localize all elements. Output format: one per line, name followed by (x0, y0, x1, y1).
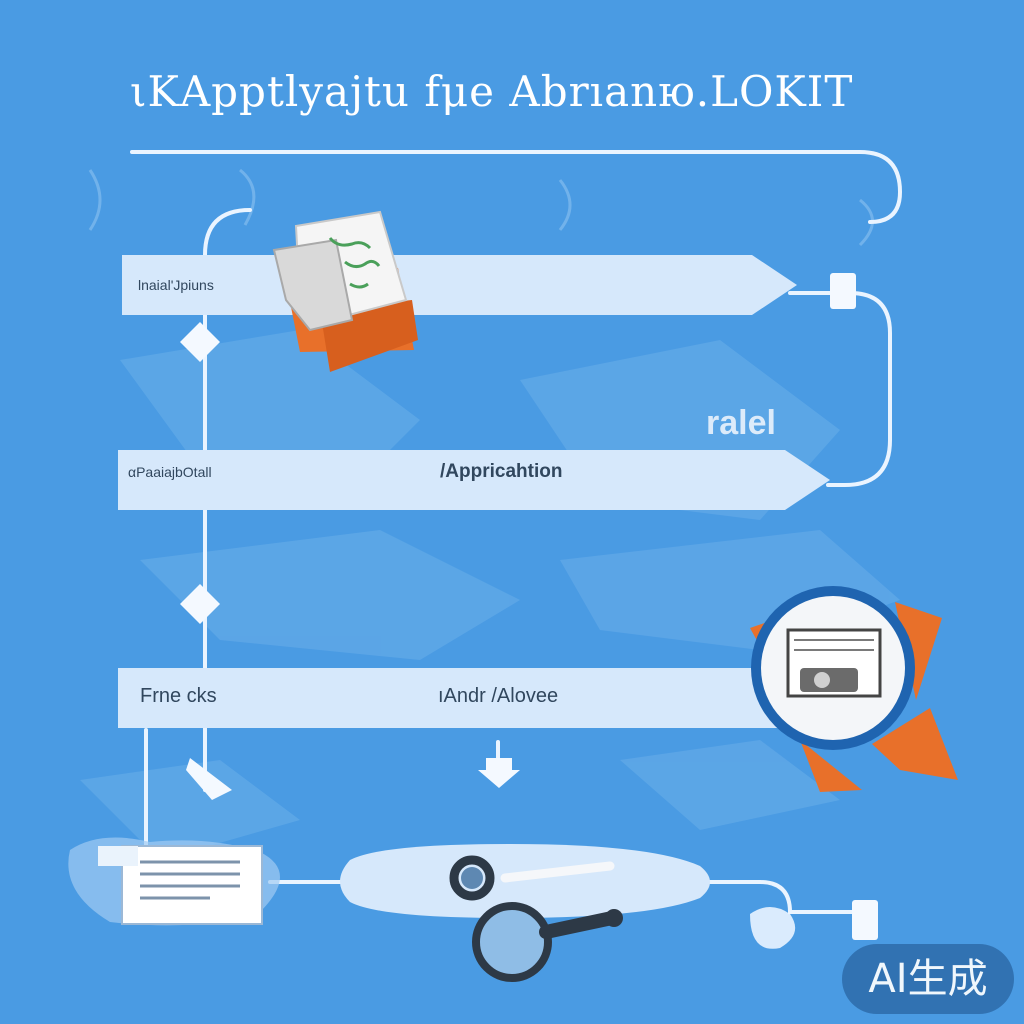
top-rule-line (130, 150, 903, 224)
arrow-down-left (186, 758, 232, 800)
step-3-left-label: Frne cks (140, 685, 217, 707)
step-2-left-label: αPaaiajbOtall (128, 464, 212, 480)
step-2-center-label: /Appricahtion (440, 461, 563, 482)
step-bar-2 (118, 450, 830, 510)
side-label: ralel (706, 404, 776, 442)
diamond-marker-1 (180, 322, 220, 362)
magnifier-icon (472, 902, 623, 982)
left-vertical-line (203, 208, 252, 792)
arrow-down-center (478, 758, 520, 788)
diagram-title: ιΚApptlyajtu fμe Abrıanю.LOKIT (130, 67, 854, 116)
end-connector (852, 900, 878, 940)
ai-generated-badge: AI生成 (842, 944, 1014, 1014)
step-bar-3 (118, 668, 798, 728)
bottom-right-shape (750, 907, 796, 949)
document-icon (98, 845, 263, 925)
bottom-right-line (698, 880, 862, 914)
ring-icon (449, 855, 615, 901)
step-bar-1 (122, 255, 797, 315)
step-1-left-label: lnaial'Jpiuns (138, 277, 214, 293)
connector-icon (830, 273, 856, 309)
diamond-marker-2 (180, 584, 220, 624)
step-3-center-label: ıAndr /Alovee (438, 685, 559, 707)
right-loop-line (788, 291, 892, 487)
bottom-flow-bar (340, 844, 710, 918)
